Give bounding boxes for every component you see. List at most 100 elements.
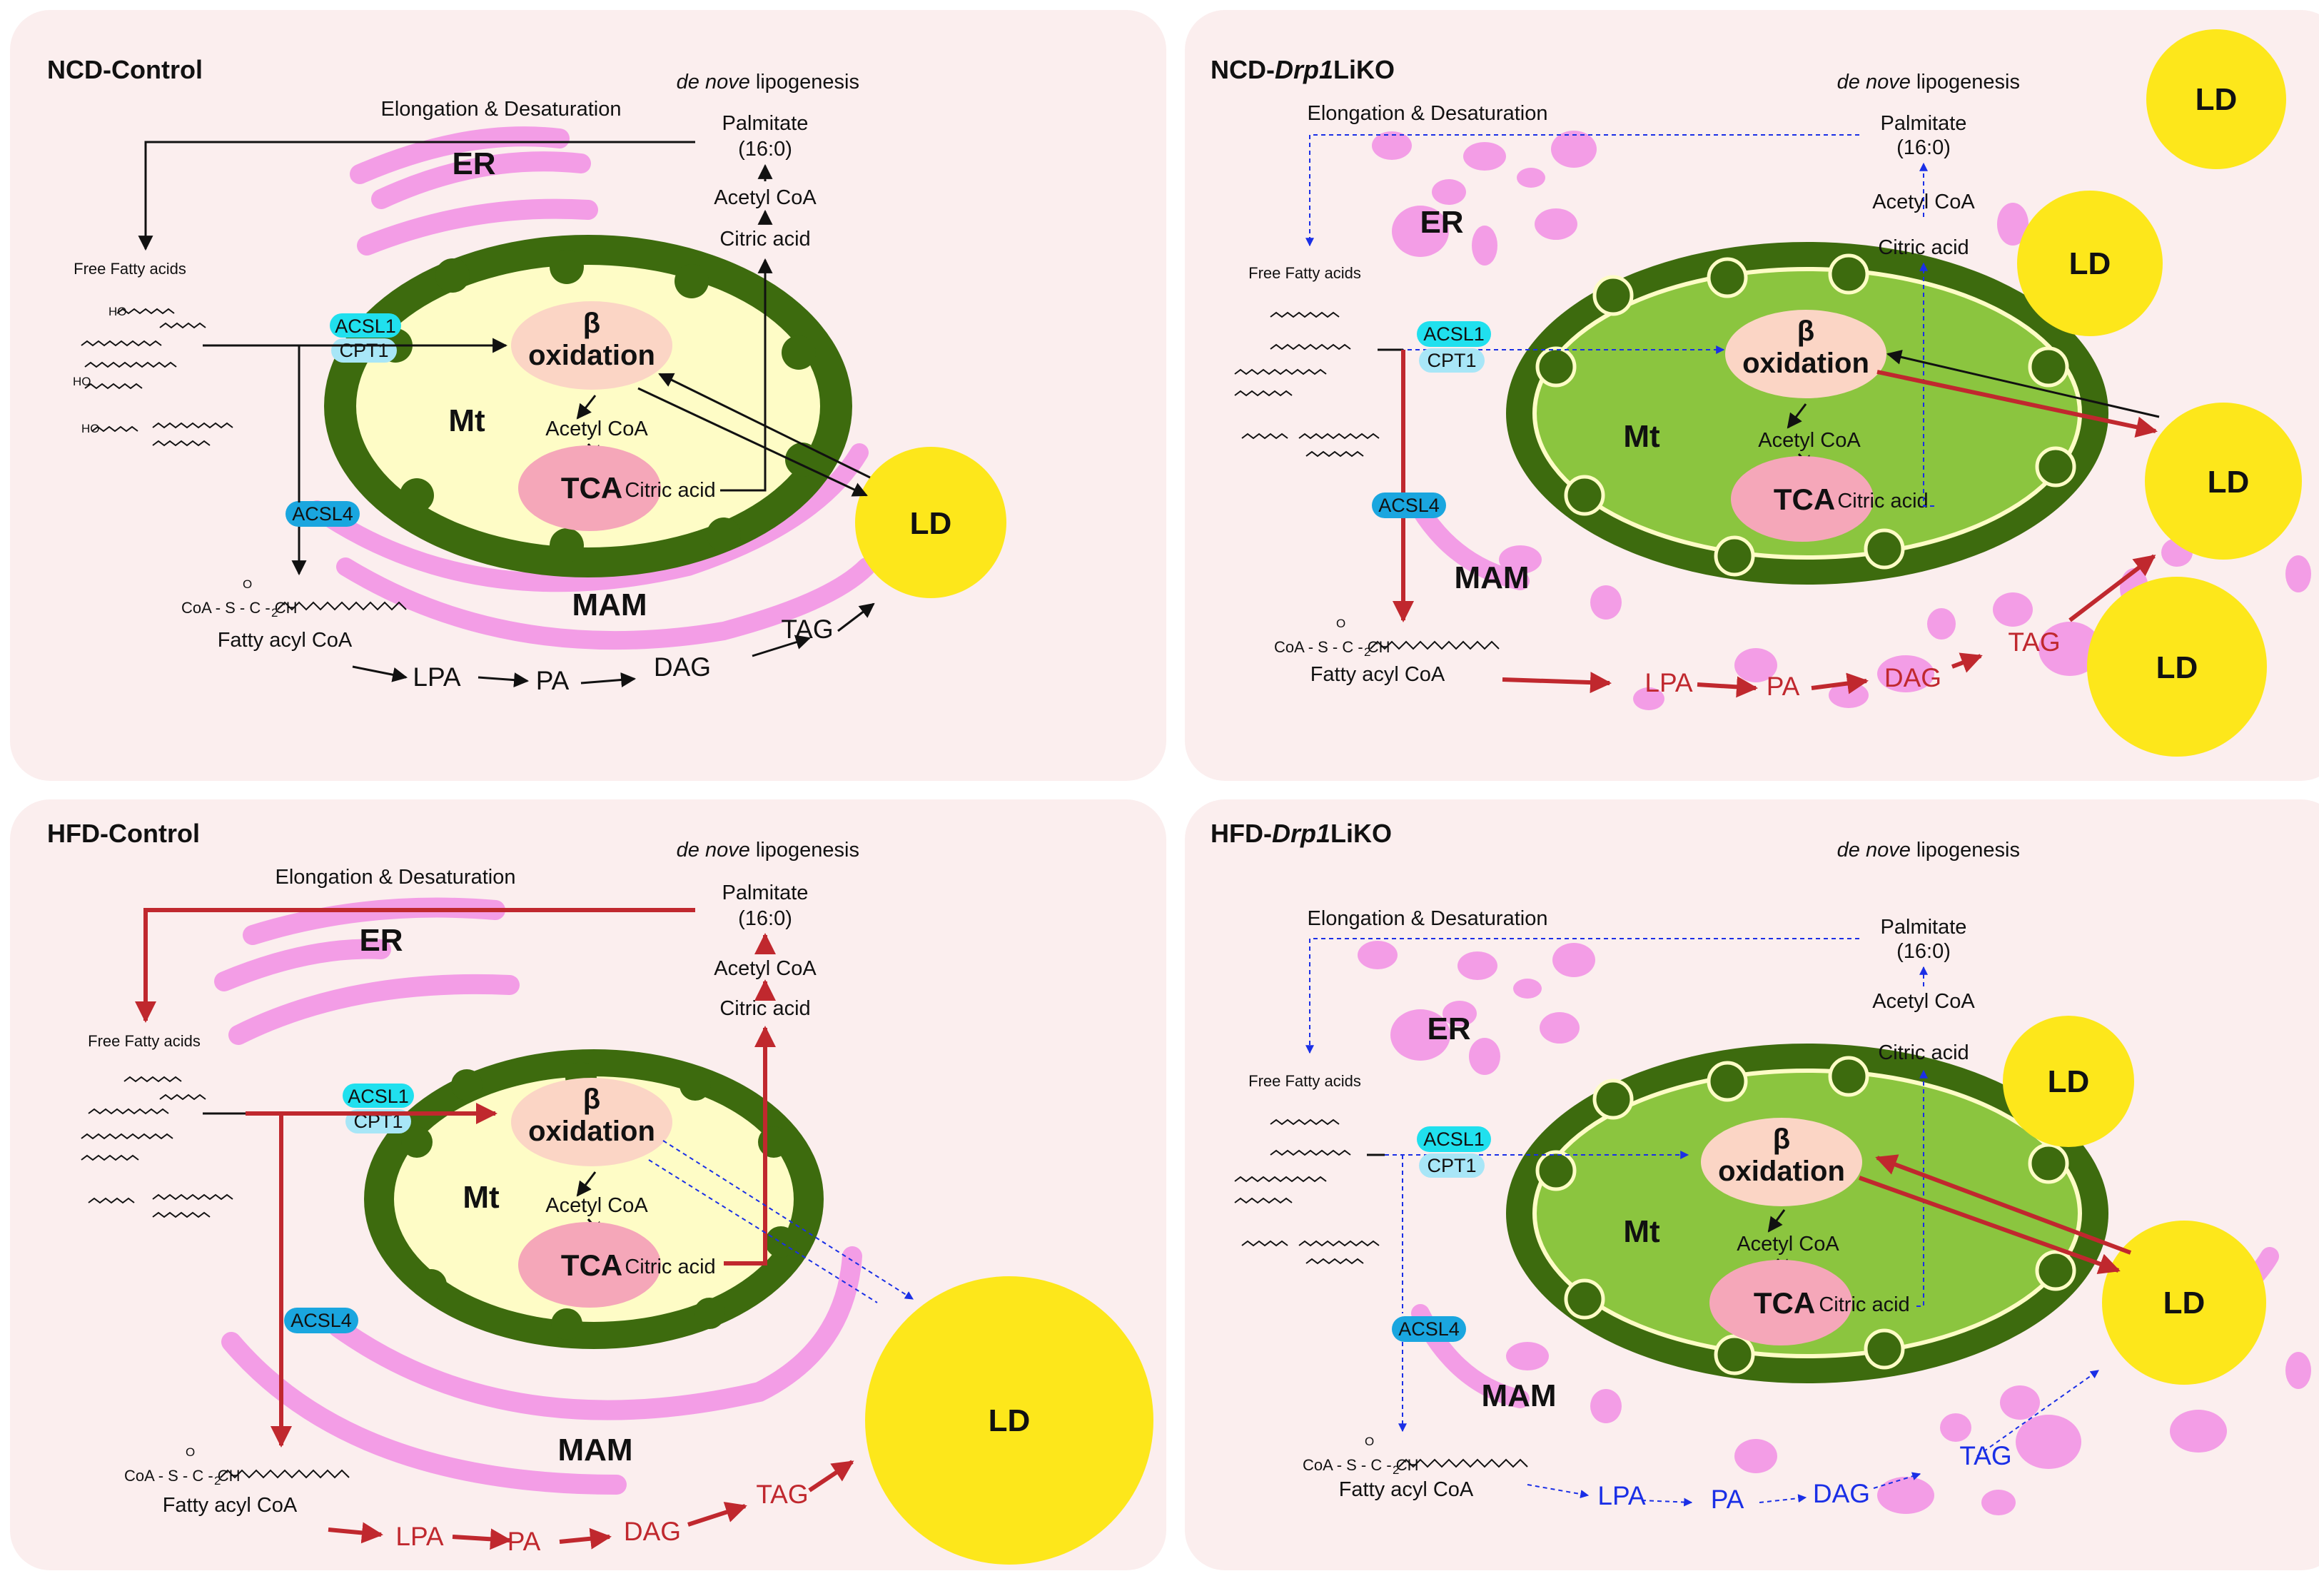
tca-label: TCA [1754, 1286, 1815, 1320]
mam-membrane [308, 443, 876, 650]
lpa-label: LPA [1644, 668, 1693, 697]
oxidation-label: oxidation [1742, 348, 1869, 379]
palmitate-chain: (16:0) [1896, 136, 1951, 159]
lipid-droplet [2102, 1221, 2266, 1385]
ld-label: LD [2156, 650, 2198, 685]
coa-subscript: 2 [1393, 1463, 1399, 1477]
citric-acid-outer: Citric acid [719, 997, 810, 1020]
lipid-droplet [2017, 191, 2163, 336]
free-fatty-acids-label: Free Fatty acids [88, 1032, 201, 1050]
citric-acid-inner: Citric acid [625, 479, 715, 502]
palmitate-label: Palmitate [722, 112, 809, 135]
acsl4-label: ACSL4 [290, 1310, 352, 1331]
cpt1-label: CPT1 [1427, 350, 1476, 371]
elongation-label: Elongation & Desaturation [1308, 907, 1548, 930]
mam-label: MAM [557, 1433, 632, 1468]
beta-label: β [1797, 315, 1814, 347]
acetyl-coa-outer: Acetyl CoA [714, 186, 817, 209]
tag-label: TAG [781, 615, 833, 644]
palmitate-chain: (16:0) [1896, 940, 1951, 963]
de-novo-lipogenesis-label: de nove lipogenesis [677, 839, 859, 862]
cpt1-label: CPT1 [1427, 1155, 1476, 1176]
tca-label: TCA [1774, 483, 1835, 516]
carbonyl-o: O [186, 1445, 195, 1459]
acsl1-label: ACSL1 [1423, 323, 1485, 345]
ld-label: LD [2163, 1286, 2206, 1320]
dag-label: DAG [624, 1517, 681, 1546]
citric-acid-inner: Citric acid [625, 1256, 715, 1278]
acsl4-label: ACSL4 [1378, 495, 1440, 516]
acetyl-coa-inner: Acetyl CoA [545, 418, 648, 440]
citric-acid-inner: Citric acid [1837, 490, 1928, 512]
carbonyl-o: O [1365, 1435, 1374, 1448]
er-label: ER [1427, 1011, 1470, 1046]
tca-cycle [1731, 456, 1874, 542]
mitochondrion: Mt [1506, 242, 2108, 585]
lipid-droplet [865, 1276, 1153, 1565]
ld-label: LD [989, 1403, 1031, 1438]
acsl4-badge [286, 501, 360, 527]
fatty-acyl-coa-label: Fatty acyl CoA [1310, 663, 1445, 686]
palmitate-chain: (16:0) [738, 138, 792, 161]
fatty-acid-structures [81, 1076, 233, 1218]
free-fatty-acids-label: Free Fatty acids [1248, 264, 1361, 282]
acetyl-coa-inner: Acetyl CoA [1758, 429, 1861, 452]
lipid-droplets [2017, 29, 2302, 757]
ld-label: LD [2069, 246, 2111, 281]
citric-acid-outer: Citric acid [1878, 1041, 1969, 1064]
fatty-acid-structures [1234, 311, 1380, 458]
pa-label: PA [1711, 1485, 1744, 1514]
acsl4-badge [284, 1308, 358, 1333]
ld-label: LD [910, 506, 952, 541]
mt-label: Mt [463, 1180, 500, 1215]
acetyl-coa-outer: Acetyl CoA [1872, 191, 1975, 213]
carbonyl-o: O [243, 577, 252, 591]
dag-label: DAG [1884, 663, 1941, 692]
de-novo-lipogenesis-label: de nove lipogenesis [1837, 839, 2020, 862]
acetyl-coa-inner: Acetyl CoA [545, 1194, 648, 1217]
palmitate-chain: (16:0) [738, 907, 792, 930]
palmitate-label: Palmitate [1881, 916, 1967, 939]
panel-title: NCD-Drp1LiKO [1211, 55, 1395, 84]
acsl1-label: ACSL1 [348, 1086, 409, 1107]
panel-title: NCD-Control [47, 55, 203, 84]
ld-label: LD [2196, 82, 2238, 117]
er-label: ER [359, 923, 403, 958]
coa-subscript: 2 [271, 606, 278, 620]
ho-label: HO [73, 375, 91, 388]
beta-oxidation [511, 1078, 672, 1166]
ho-label: HO [81, 422, 100, 435]
pa-label: PA [507, 1527, 541, 1556]
tag-label: TAG [756, 1480, 808, 1509]
er-label: ER [1420, 205, 1463, 240]
beta-oxidation [1725, 310, 1886, 398]
panel-ncd-control: NCD-Control de nove lipogenesis Elongati… [10, 10, 1166, 781]
fatty-acyl-coa-label: Fatty acyl CoA [1339, 1478, 1474, 1501]
tca-label: TCA [561, 471, 622, 505]
carbonyl-o: O [1336, 617, 1345, 630]
tag-label: TAG [1959, 1441, 2011, 1470]
lipid-droplet [2087, 577, 2267, 757]
acsl4-label: ACSL4 [1398, 1318, 1460, 1340]
mam-membrane [221, 1246, 862, 1495]
fatty-acid-structures [81, 308, 233, 447]
lipid-droplet [2146, 29, 2286, 169]
beta-label: β [583, 308, 600, 339]
mam-label: MAM [1454, 560, 1529, 595]
oxidation-label: oxidation [528, 1116, 655, 1147]
tca-cycle [518, 1222, 661, 1308]
acsl1-badge [330, 313, 401, 338]
lipid-droplet [2003, 1016, 2134, 1147]
ho-label: HO [108, 305, 127, 318]
fatty-acyl-coa-label: Fatty acyl CoA [163, 1494, 298, 1517]
acsl1-badge [343, 1084, 414, 1108]
ld-label: LD [2208, 465, 2250, 500]
dag-label: DAG [654, 652, 711, 682]
tca-cycle [518, 445, 661, 531]
mitochondrion: Mt [364, 1049, 824, 1349]
citric-acid-outer: Citric acid [719, 228, 810, 251]
palmitate-label: Palmitate [722, 882, 809, 904]
beta-label: β [583, 1084, 600, 1115]
cpt1-label: CPT1 [339, 340, 388, 361]
mam-label: MAM [572, 587, 647, 622]
